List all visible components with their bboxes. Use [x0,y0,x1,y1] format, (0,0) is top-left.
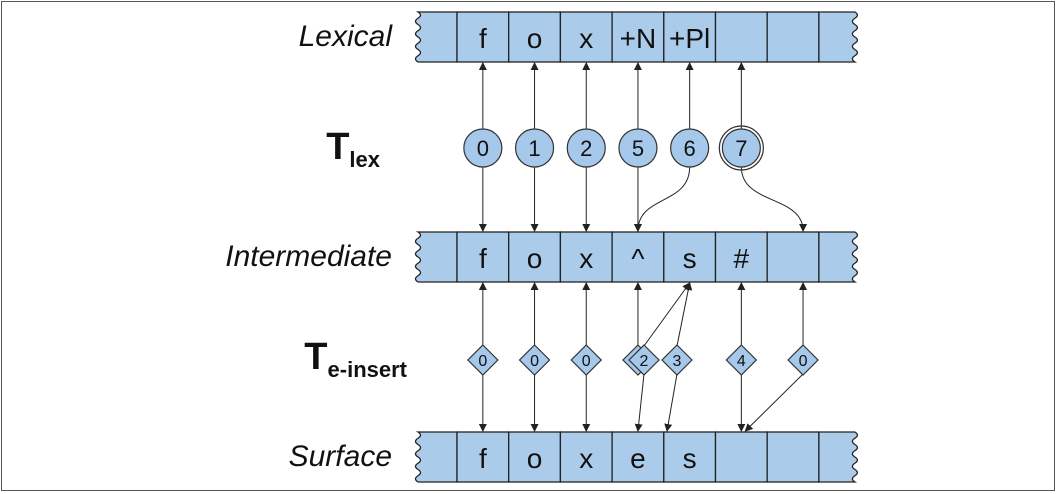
t-e-insert-edge-up-diag [643,282,691,347]
tape-left-stub [414,231,458,283]
t-lex-state-label: 6 [684,136,696,161]
tape-cell-symbol: e [630,443,646,474]
t-lex-edge-curved-to-end [740,166,808,232]
tape-cell [508,231,562,283]
tape-left-stub [414,11,458,63]
t-e-insert-state-label: 0 [799,353,808,370]
tape-cell-symbol: s [683,443,697,474]
tape-1: f o x ^ s # [414,231,859,283]
t-lex-state-label: 0 [477,136,489,161]
tape-cell-symbol: +Pl [669,23,710,54]
t-e-insert-state-label: 3 [673,353,682,370]
tape-cell-symbol: x [579,443,593,474]
tape-cell [559,231,613,283]
tape-cell-symbol: o [527,243,543,274]
t-lex-subscript: lex [349,147,380,172]
t-e-insert-edge-up-diag [676,282,693,347]
tape-cell-symbol: s [683,243,697,274]
t-e-insert-state-node: 0 [518,344,551,376]
tape-cell [559,431,613,483]
t-e-insert-state-label: 0 [530,353,539,370]
t-lex-state-label: 7 [735,136,747,161]
tape-cell-symbol: f [479,243,487,274]
tape-cell [456,431,510,483]
tape-cell [714,431,768,483]
tape-cell [663,431,717,483]
tape-0: f o x +N +Pl [414,11,859,63]
intermediate-tape-label: Intermediate [225,240,392,273]
t-lex-edge-curved-to-caret [633,166,691,232]
t-lex-state-node: 1 [514,128,555,168]
t-e-insert-state-label: 2 [640,353,649,370]
t-lex-state-node: 5 [618,128,658,168]
tape-cell [714,11,768,63]
t-lex-state-node: 7 [718,125,764,171]
tape-cell [456,11,510,63]
tape-cell-symbol: f [479,23,487,54]
t-e-insert-state-node: 2 [628,344,660,376]
tape-cell-symbol: x [579,243,593,274]
t-e-insert-subscript: e-insert [327,357,407,382]
surface-tape-label: Surface [288,440,392,473]
tape-right-stub [818,231,859,283]
tape-cell-symbol: x [579,23,593,54]
tape-cell-symbol: o [527,443,543,474]
t-e-insert-edge-down-diag [664,373,678,432]
t-e-insert-state-label: 0 [582,353,591,370]
t-e-insert-state-label: 4 [737,353,746,370]
tape-cell [766,11,820,63]
tape-cell [611,11,665,63]
tape-cell [611,231,665,283]
tape-cell [714,231,768,283]
tape-cell-symbol: +N [620,23,657,54]
tape-cell-symbol: f [479,443,487,474]
tape-cell-symbol: o [527,23,543,54]
tape-cell-symbol: ^ [631,243,644,274]
t-e-insert-edge-down-diag [744,373,804,432]
t-e-insert-state-node: 0 [467,344,499,376]
t-lex-label: Tlex [270,126,380,171]
t-lex-state-label: 2 [580,136,592,161]
tape-right-stub [818,11,859,63]
tape-cell [663,11,717,63]
t-lex-state-node: 0 [463,128,503,168]
tape-left-stub [414,431,458,483]
tape-cell [611,431,665,483]
tape-cell [559,11,613,63]
t-e-insert-name: T [304,336,328,378]
tape-cell [766,231,820,283]
t-lex-state-node: 2 [566,128,606,168]
t-e-insert-state-node: 0 [570,344,603,376]
tape-right-stub [818,431,859,483]
tape-cell [766,431,820,483]
t-e-insert-state-label: 0 [478,353,487,370]
t-e-insert-label: Te-insert [297,336,407,381]
t-e-insert-state-node: 4 [725,344,758,376]
t-e-insert-edge-down-diag [634,373,645,432]
t-lex-state-label: 5 [632,136,644,161]
lexical-tape-label: Lexical [298,20,392,53]
t-e-insert-state-node: 0 [787,344,819,376]
t-lex-state-node: 6 [670,128,710,168]
t-lex-name: T [326,126,350,168]
tape-cell-symbol: # [734,243,750,274]
t-e-insert-state-node: 3 [661,344,693,376]
t-lex-state-label: 1 [528,136,540,161]
tape-cell [663,231,717,283]
